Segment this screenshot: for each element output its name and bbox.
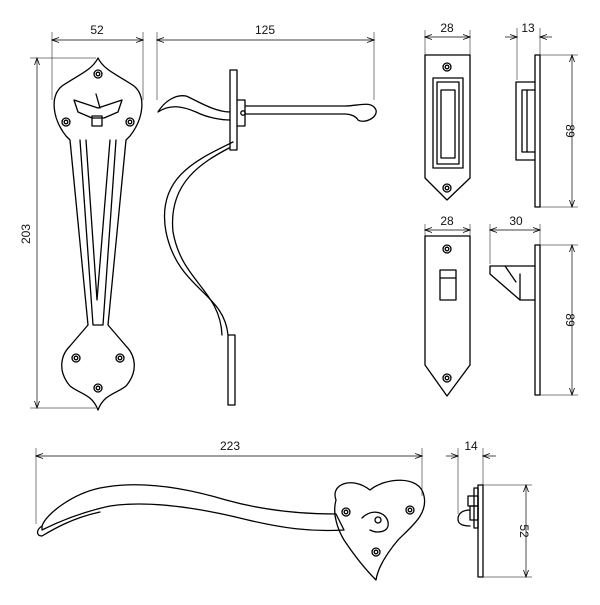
dimension-lever-depth: 14 [446,439,496,514]
dimension-bar-length: 125 [157,23,374,100]
dimension-lever-length: 223 [36,439,422,524]
dim-label-125: 125 [255,23,275,37]
dim-label-13: 13 [521,21,535,35]
keep-top-side [515,54,541,208]
dimension-handle-height: 203 [19,58,96,408]
keep-top-front [424,54,471,201]
dimension-keep-top-depth: 13 [505,21,552,80]
dim-label-223: 223 [220,439,240,453]
handle-backplate [53,57,143,411]
dim-label-52b: 52 [517,524,531,538]
dim-label-28a: 28 [440,21,454,35]
dim-label-30: 30 [509,214,523,228]
dim-label-14: 14 [464,439,478,453]
keep-bottom-front [424,235,471,397]
dimension-keep-top-width: 28 [425,21,470,55]
dim-label-89b: 89 [563,313,577,327]
dimension-handle-width: 52 [52,23,143,100]
dimension-keep-bottom-width: 28 [425,214,470,236]
dimension-keep-top-height: 89 [540,55,578,207]
lever-handle [36,479,426,581]
dimension-keep-bottom-depth: 30 [490,214,540,264]
dim-label-203: 203 [19,224,33,244]
handle-screw-holes [61,69,135,393]
dim-label-52a: 52 [90,23,104,37]
handle-side-view [157,69,377,406]
dimension-lever-height: 52 [483,485,532,577]
dim-label-89a: 89 [563,124,577,138]
dim-label-28b: 28 [440,214,454,228]
dimension-keep-bottom-height: 89 [540,245,578,395]
keep-bottom-side [489,244,541,396]
lever-side-view [457,484,484,578]
